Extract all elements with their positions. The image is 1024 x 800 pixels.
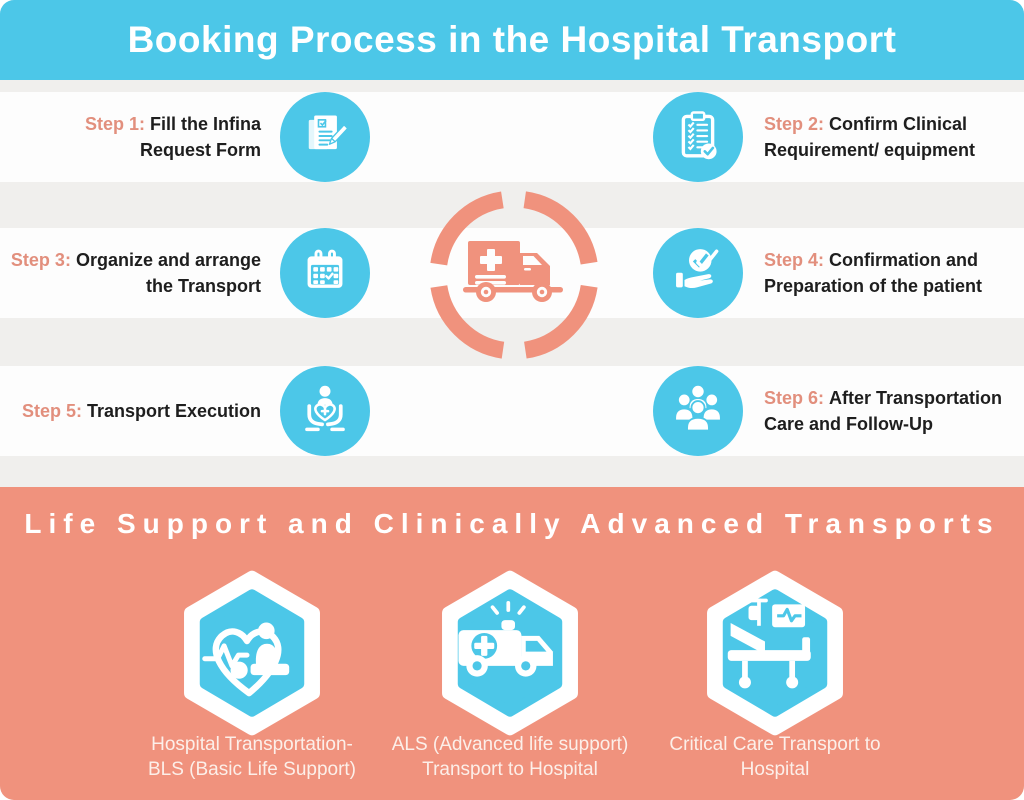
step-6-icon-circle [653,366,743,456]
step-1-icon-circle [280,92,370,182]
step-2-text: Step 2:Confirm Clinical Requirement/ equ… [764,114,976,160]
calendar-icon [298,244,352,303]
critical-care-bed-icon [700,570,850,740]
als-label: ALS (Advanced life support) Transport to… [391,734,629,780]
ambulance-van-icon [435,570,585,740]
cpr-heart-icon [177,570,327,740]
header-banner: Booking Process in the Hospital Transpor… [0,0,1024,80]
document-pen-icon [299,109,351,166]
page-title: Booking Process in the Hospital Transpor… [127,19,897,60]
bls-label: Hospital Transportation- BLS (Basic Life… [147,734,357,780]
step-1-text: Step 1:Fill the Infina Request Form [84,114,261,160]
center-ring [426,187,602,363]
people-group-icon [670,381,726,442]
step-4-label: Step 4: [764,250,825,270]
step-4-text: Step 4:Confirmation and Preparation of t… [764,250,983,296]
step-5-label: Step 5: [21,401,82,421]
step-6-label: Step 6: [764,388,825,408]
step-row-band-1 [0,92,1024,182]
step-4-icon-circle [653,228,743,318]
care-hands-heart-icon [297,381,353,442]
step-3-text: Step 3:Organize and arrange the Transpor… [10,250,261,296]
hand-check-icon [671,244,725,303]
step-6-text: Step 6:After Transportation Care and Fol… [764,388,1003,434]
bls-hexagon [177,570,327,736]
step-3-icon-circle [280,228,370,318]
clipboard-checklist-icon [671,108,725,167]
step-5-icon-circle [280,366,370,456]
step-row-band-3 [0,366,1024,456]
step-1-label: Step 1: [84,114,145,134]
dashed-ring-icon [429,190,599,360]
step-5-text: Step 5:Transport Execution [21,401,261,421]
als-hexagon [435,570,585,736]
section-title: Life Support and Clinically Advanced Tra… [24,508,1000,539]
step-2-icon-circle [653,92,743,182]
critical-care-hexagon [700,570,850,736]
critical-care-label: Critical Care Transport to Hospital [669,734,881,780]
step-2-label: Step 2: [764,114,825,134]
ambulance-truck-icon [462,236,566,315]
step-3-label: Step 3: [10,250,71,270]
